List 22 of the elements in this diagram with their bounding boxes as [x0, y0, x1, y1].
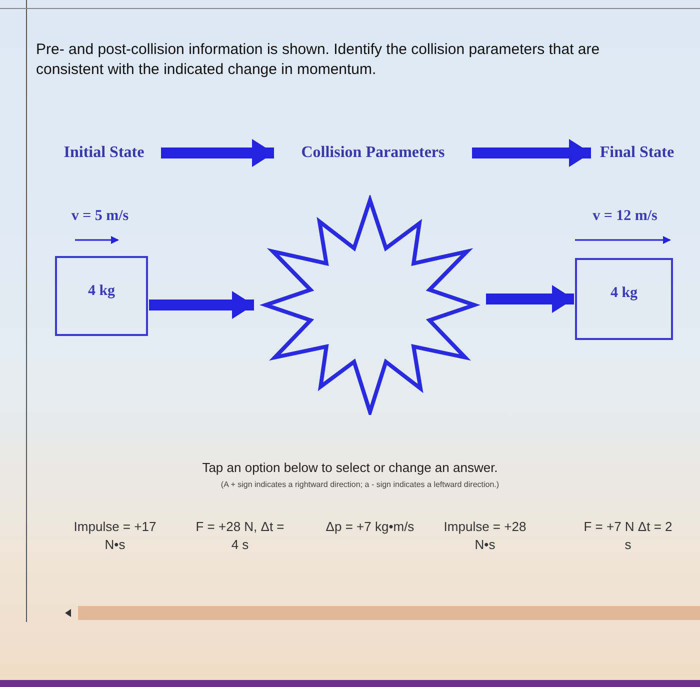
mass-label: 4 kg — [610, 284, 638, 303]
answer-option: Δp = +7 kg•m/s — [315, 518, 425, 536]
question-text: Pre- and post-collision information is shown. Identify the collision parameters that are consistent with the indicated change in momentum. — [36, 40, 601, 80]
answer-option: Impulse = +28 N•s — [430, 518, 540, 554]
instruction-text: Tap an option below to select or change an answer. — [201, 459, 499, 477]
mass-label: 4 kg — [88, 282, 116, 301]
block-arrow — [161, 139, 274, 167]
mass-box — [575, 258, 673, 340]
answer-option: F = +28 N, Δt = 4 s — [185, 518, 295, 554]
starburst-shape — [259, 195, 481, 415]
answer-option: Impulse = +17 N•s — [60, 518, 170, 554]
block-arrow — [472, 139, 591, 167]
velocity-label: v = 12 m/s — [592, 207, 658, 226]
answer-option: F = +7 N Δt = 2 s — [573, 518, 683, 554]
heading-text: Collision Parameters — [301, 143, 445, 163]
velocity-label: v = 5 m/s — [70, 207, 130, 226]
heading-text: Final State — [600, 143, 674, 163]
mass-box — [55, 256, 148, 336]
heading-text: Initial State — [64, 143, 144, 163]
block-arrow — [149, 291, 254, 319]
note-text: (A + sign indicates a rightward direction; a - sign indicates a leftward direction.) — [220, 479, 500, 491]
block-arrow — [486, 285, 574, 313]
